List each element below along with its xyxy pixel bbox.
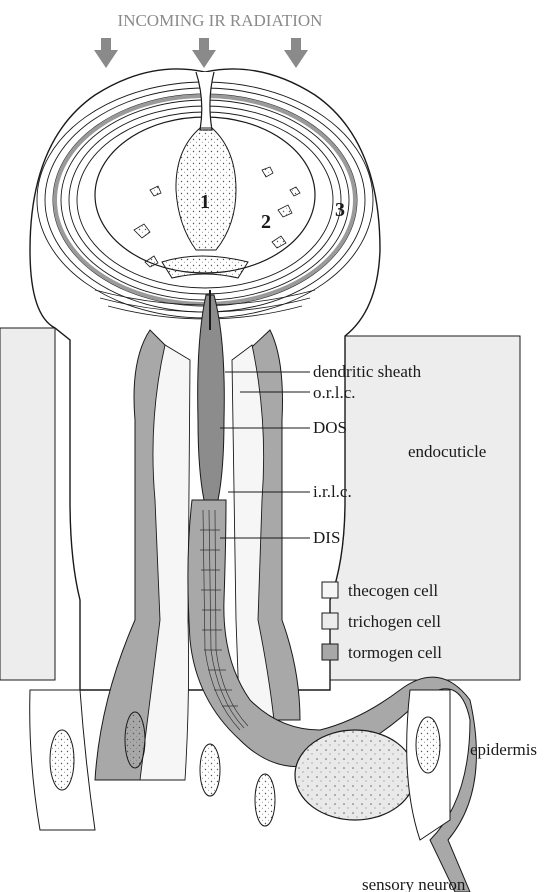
- legend-swatch-trichogen: [322, 613, 338, 629]
- label-sensory-neuron: sensory neuron: [362, 875, 466, 892]
- legend-swatch-tormogen: [322, 644, 338, 660]
- label-dendritic-sheath: dendritic sheath: [313, 362, 422, 381]
- legend-label-thecogen: thecogen cell: [348, 581, 438, 600]
- label-endocuticle: endocuticle: [408, 442, 486, 461]
- label-3: 3: [335, 199, 345, 221]
- neuron-nucleus: [295, 730, 415, 820]
- legend-swatch-thecogen: [322, 582, 338, 598]
- down-arrow-icon: [192, 38, 216, 68]
- ir-arrows: [94, 38, 308, 68]
- down-arrow-icon: [94, 38, 118, 68]
- label-epidermis: epidermis: [470, 740, 537, 759]
- label-2: 2: [261, 211, 271, 233]
- label-dis: DIS: [313, 528, 340, 547]
- legend-label-trichogen: trichogen cell: [348, 612, 441, 631]
- endocuticle-layer: [0, 328, 55, 680]
- label-dos: DOS: [313, 418, 347, 437]
- down-arrow-icon: [284, 38, 308, 68]
- diagram-title: INCOMING IR RADIATION: [118, 11, 323, 30]
- label-orlc: o.r.l.c.: [313, 383, 356, 402]
- label-1: 1: [200, 191, 210, 213]
- label-irlc: i.r.l.c.: [313, 482, 352, 501]
- legend-label-tormogen: tormogen cell: [348, 643, 442, 662]
